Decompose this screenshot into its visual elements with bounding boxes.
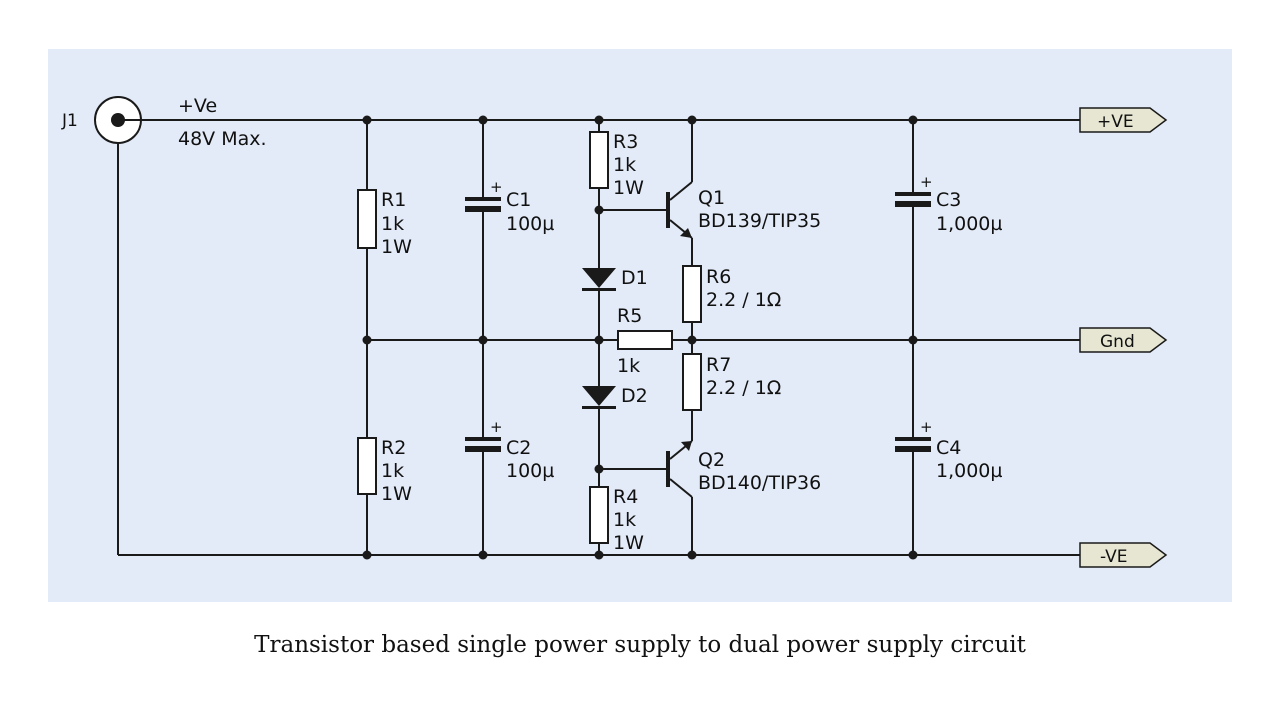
svg-text:Gnd: Gnd [1100,332,1135,352]
capacitor-c1-symbol [465,197,501,212]
r7-value: 2.2 / 1Ω [706,377,781,399]
schematic-panel [48,49,1232,602]
r2-ref: R2 [381,437,406,459]
r1-rating: 1W [381,236,412,258]
c1-ref: C1 [506,189,531,211]
input-label: +Ve [178,95,217,117]
input-jack-j1 [94,96,142,144]
junction-dots [362,115,918,560]
c2-value: 100µ [506,460,554,482]
r1-ref: R1 [381,189,406,211]
q1-part: BD139/TIP35 [698,210,821,232]
r4-value: 1k [613,509,636,531]
r2-rating: 1W [381,483,412,505]
capacitor-c4-symbol [895,437,931,452]
c4-value: 1,000µ [936,460,1002,482]
c1-plus-mark: + [490,178,503,196]
resistor-r1-symbol [357,189,377,249]
transistor-q1-symbol [666,192,692,238]
c4-ref: C4 [936,437,961,459]
diode-d1-symbol [582,268,616,291]
d2-ref: D2 [621,385,648,407]
capacitor-c3-symbol [895,192,931,207]
output-tag-pos: +VE [1079,107,1168,133]
r4-ref: R4 [613,486,638,508]
r7-ref: R7 [706,354,731,376]
d1-ref: D1 [621,267,648,289]
resistor-r6-symbol [682,265,702,323]
c2-ref: C2 [506,437,531,459]
c1-value: 100µ [506,213,554,235]
q2-ref: Q2 [698,449,725,471]
resistor-r2-symbol [357,437,377,495]
r6-ref: R6 [706,266,731,288]
input-max-label: 48V Max. [178,128,267,150]
q2-part: BD140/TIP36 [698,472,821,494]
svg-text:+VE: +VE [1097,112,1134,132]
figure-caption: Transistor based single power supply to … [254,632,1026,658]
output-tag-neg: -VE [1079,542,1168,568]
r6-value: 2.2 / 1Ω [706,289,781,311]
c3-plus-mark: + [920,173,933,191]
r5-ref: R5 [617,305,642,327]
capacitor-c2-symbol [465,437,501,452]
output-tag-gnd: Gnd [1079,327,1168,353]
transistor-q2-symbol [666,441,692,487]
resistor-r3-symbol [589,131,609,189]
resistor-r5-symbol [617,330,673,350]
resistor-r4-symbol [589,486,609,544]
svg-text:-VE: -VE [1100,547,1128,567]
r3-value: 1k [613,154,636,176]
r1-value: 1k [381,213,404,235]
c3-ref: C3 [936,189,961,211]
r5-value: 1k [617,355,640,377]
diode-d2-symbol [582,386,616,409]
c2-plus-mark: + [490,418,503,436]
r2-value: 1k [381,460,404,482]
j1-label: J1 [61,111,78,131]
c3-value: 1,000µ [936,213,1002,235]
r3-ref: R3 [613,131,638,153]
q1-ref: Q1 [698,187,725,209]
r4-rating: 1W [613,532,644,554]
resistor-r7-symbol [682,353,702,411]
c4-plus-mark: + [920,418,933,436]
r3-rating: 1W [613,177,644,199]
